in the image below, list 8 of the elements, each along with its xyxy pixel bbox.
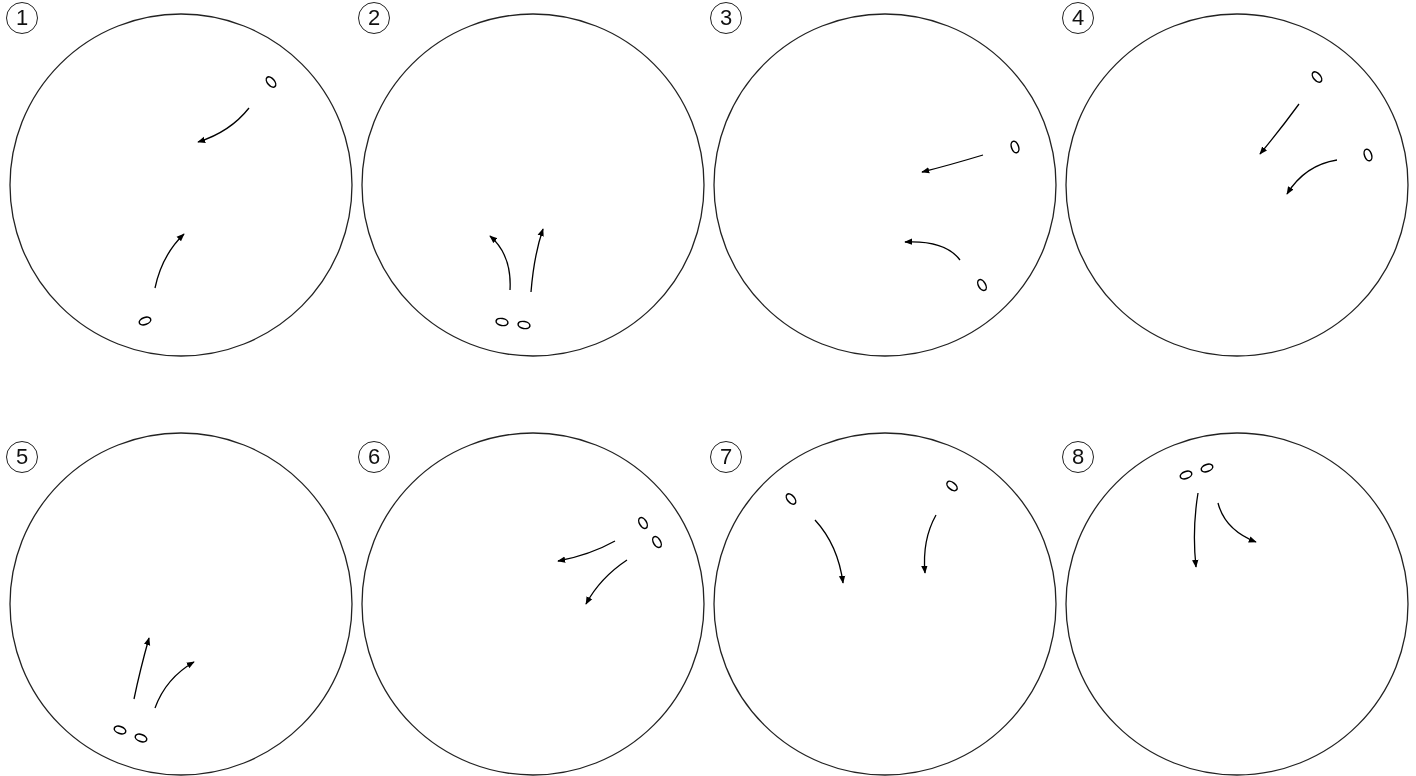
- callout-number: 1: [6, 2, 38, 34]
- callout-number: 6: [358, 441, 390, 473]
- callout-number: 2: [358, 2, 390, 34]
- callout-number: 5: [6, 441, 38, 473]
- callout-number: 8: [1062, 441, 1094, 473]
- callout-number: 7: [710, 441, 742, 473]
- callout-number: 3: [710, 2, 742, 34]
- callout-number: 4: [1062, 2, 1094, 34]
